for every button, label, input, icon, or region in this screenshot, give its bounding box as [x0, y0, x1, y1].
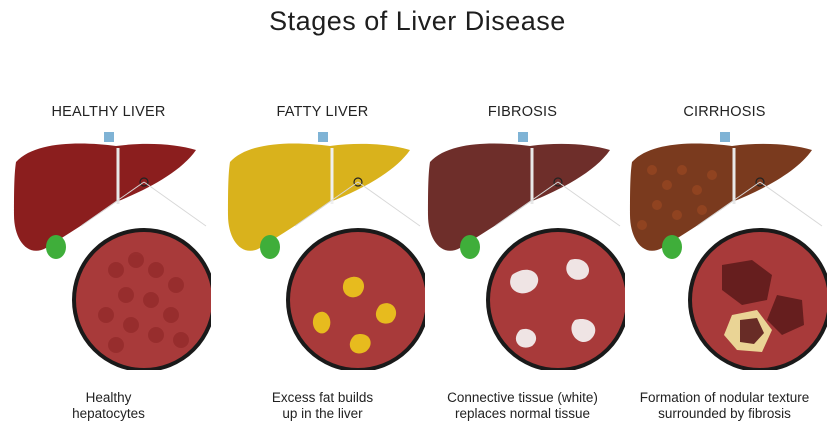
fibrosis-illustration	[420, 130, 625, 370]
stage-caption: Connective tissue (white) replaces norma…	[420, 390, 625, 422]
bile-duct	[104, 132, 114, 142]
stage-label: HEALTHY LIVER	[6, 104, 211, 120]
fatty-liver-illustration	[220, 130, 425, 370]
bile-duct	[720, 132, 730, 142]
stage-caption: Healthy hepatocytes	[6, 390, 211, 422]
gallbladder	[46, 235, 66, 259]
stage-caption: Excess fat builds up in the liver	[220, 390, 425, 422]
stage-label: FATTY LIVER	[220, 104, 425, 120]
stage-label: FIBROSIS	[420, 104, 625, 120]
stage-cirrhosis: CIRRHOSIS Formation of nodular texture s…	[622, 0, 827, 423]
stage-fibrosis: FIBROSIS Connective tissue (white) repla…	[420, 0, 625, 423]
cirrhosis-illustration	[622, 130, 827, 370]
gallbladder	[260, 235, 280, 259]
stage-label: CIRRHOSIS	[622, 104, 827, 120]
gallbladder	[460, 235, 480, 259]
stage-caption: Formation of nodular texture surrounded …	[622, 390, 827, 422]
tissue-circle	[74, 230, 211, 370]
healthy-liver-illustration	[6, 130, 211, 370]
gallbladder	[662, 235, 682, 259]
bile-duct	[518, 132, 528, 142]
stage-fatty-liver: FATTY LIVER Excess fat builds up in the …	[220, 0, 425, 423]
bile-duct	[318, 132, 328, 142]
tissue-circle	[488, 230, 625, 370]
stage-healthy-liver: HEALTHY LIVER Healthy hepatocytes	[6, 0, 211, 423]
